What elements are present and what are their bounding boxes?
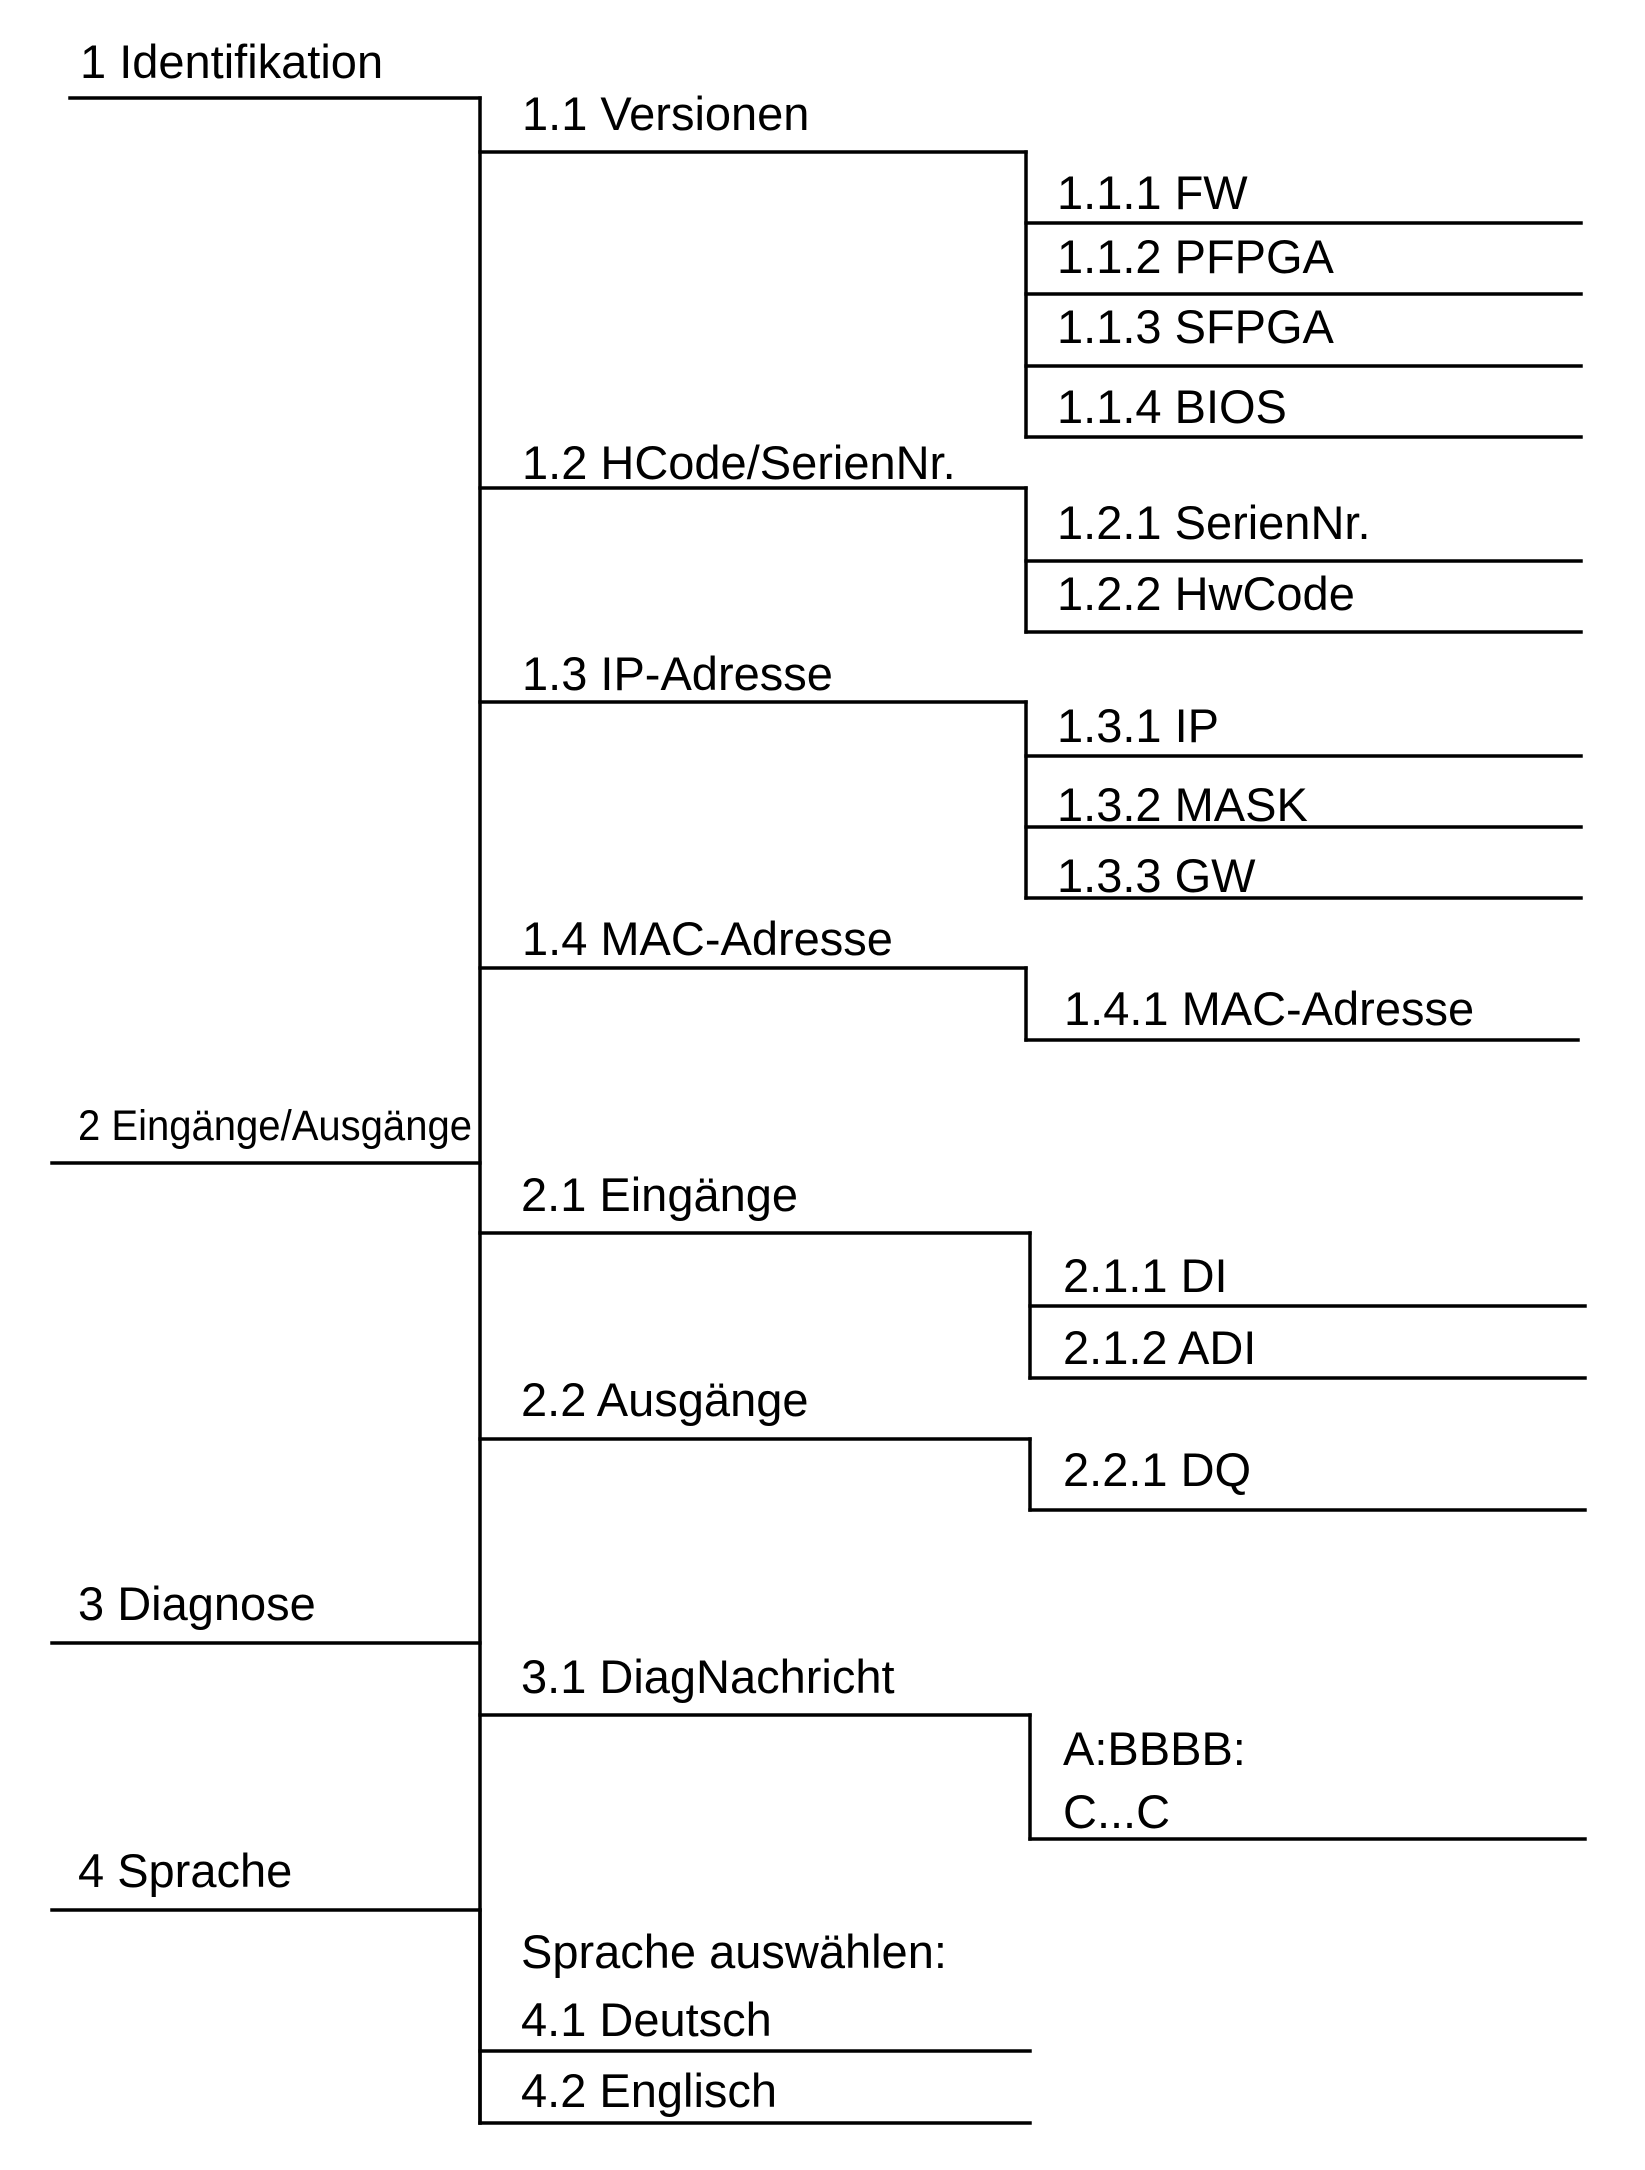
node-1-2-hcode-seriennr: 1.2 HCode/SerienNr. xyxy=(522,436,956,489)
node-3-diagnose: 3 Diagnose xyxy=(78,1577,316,1630)
node-4-sprache-auswaehlen: Sprache auswählen: xyxy=(521,1925,947,1978)
node-3-1-message-line1: A:BBBB: xyxy=(1063,1722,1246,1775)
node-1-identifikation: 1 Identifikation xyxy=(80,35,383,88)
node-3-1-message-line2: C...C xyxy=(1063,1785,1170,1838)
node-2-1-eingaenge: 2.1 Eingänge xyxy=(521,1168,798,1221)
node-1-3-2-mask: 1.3.2 MASK xyxy=(1057,778,1308,831)
node-4-1-deutsch: 4.1 Deutsch xyxy=(521,1993,772,2046)
node-3-1-diagnachricht: 3.1 DiagNachricht xyxy=(521,1650,895,1703)
node-1-1-4-bios: 1.1.4 BIOS xyxy=(1057,380,1287,433)
node-4-sprache: 4 Sprache xyxy=(78,1844,292,1897)
tree-connectors xyxy=(50,96,1587,2125)
node-1-2-2-hwcode: 1.2.2 HwCode xyxy=(1057,567,1355,620)
node-1-3-3-gw: 1.3.3 GW xyxy=(1057,849,1256,902)
node-2-1-2-adi: 2.1.2 ADI xyxy=(1063,1321,1256,1374)
node-2-2-ausgaenge: 2.2 Ausgänge xyxy=(521,1373,809,1426)
node-1-3-1-ip: 1.3.1 IP xyxy=(1057,699,1219,752)
node-2-eingaenge-ausgaenge: 2 Eingänge/Ausgänge xyxy=(78,1102,472,1150)
node-1-1-3-sfpga: 1.1.3 SFPGA xyxy=(1057,300,1335,353)
node-1-1-2-pfpga: 1.1.2 PFPGA xyxy=(1057,230,1335,283)
node-2-2-1-dq: 2.2.1 DQ xyxy=(1063,1443,1251,1496)
node-4-2-englisch: 4.2 Englisch xyxy=(521,2064,777,2117)
node-1-3-ip-adresse: 1.3 IP-Adresse xyxy=(522,647,833,700)
node-1-4-mac-adresse: 1.4 MAC-Adresse xyxy=(522,912,893,965)
node-2-1-1-di: 2.1.1 DI xyxy=(1063,1249,1228,1302)
node-1-1-1-fw: 1.1.1 FW xyxy=(1057,166,1248,219)
node-1-2-1-seriennr: 1.2.1 SerienNr. xyxy=(1057,496,1371,549)
node-1-1-versionen: 1.1 Versionen xyxy=(522,87,809,140)
tree-labels: 1 Identifikation 1.1 Versionen 1.1.1 FW … xyxy=(78,35,1474,2117)
node-1-4-1-mac-adresse: 1.4.1 MAC-Adresse xyxy=(1064,982,1474,1035)
